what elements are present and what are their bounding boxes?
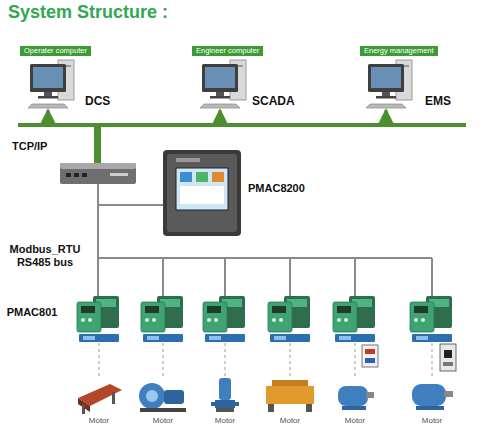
motor-label: Motor [412, 416, 452, 425]
computer-node: Operater computerDCS [20, 46, 112, 110]
node-heading: TCP/IP [12, 140, 47, 152]
motor-label: Motor [270, 416, 310, 425]
computer-icon [28, 60, 74, 108]
motor-label: Motor [143, 416, 183, 425]
diagram-title: System Structure : [8, 2, 168, 23]
pmac801-device [268, 296, 310, 342]
device-label: PMAC801 [2, 306, 62, 319]
role-tag: Operater computer [20, 46, 91, 56]
contactor-symbol [362, 345, 378, 367]
role-tag: Engineer computer [192, 46, 263, 56]
role-tag: Energy management [360, 46, 438, 56]
induction-motor [412, 384, 453, 410]
crusher-motor [266, 380, 314, 412]
motor-label: Motor [335, 416, 375, 425]
bus-arrow [98, 110, 386, 163]
pmac801-device [141, 296, 183, 342]
node-heading: PMAC8200 [248, 182, 305, 194]
motor-label: Motor [205, 416, 245, 425]
bus-label: Modbus_RTU RS485 bus [0, 243, 90, 269]
node-heading: SCADA [252, 94, 295, 108]
bus-arrow [98, 110, 220, 163]
pump-motor [211, 378, 239, 412]
computer-icon [366, 60, 412, 108]
pmac801-device [77, 296, 119, 342]
induction-motor [338, 386, 374, 410]
switch-device [60, 163, 136, 184]
panel-node: PMAC8200 [163, 150, 241, 236]
pmac8200-device [163, 150, 241, 236]
bus-line [98, 184, 163, 205]
pmac801-device [410, 296, 452, 342]
motor-wiring [99, 343, 432, 378]
breaker-symbol [440, 344, 456, 371]
computer-node: Energy managementEMS [360, 46, 460, 110]
blower-motor [139, 383, 186, 412]
node-heading: DCS [85, 94, 110, 108]
switch-node: TCP/IP [60, 163, 136, 184]
rs485-wiring [98, 184, 432, 296]
bus-arrow [48, 110, 98, 163]
pmac801-device [333, 296, 375, 342]
node-heading: EMS [425, 94, 451, 108]
computer-node: Engineer computerSCADA [192, 46, 302, 110]
motor-label: Motor [79, 416, 119, 425]
computer-icon [200, 60, 246, 108]
conveyor-motor [78, 384, 122, 414]
pmac801-device [203, 296, 245, 342]
